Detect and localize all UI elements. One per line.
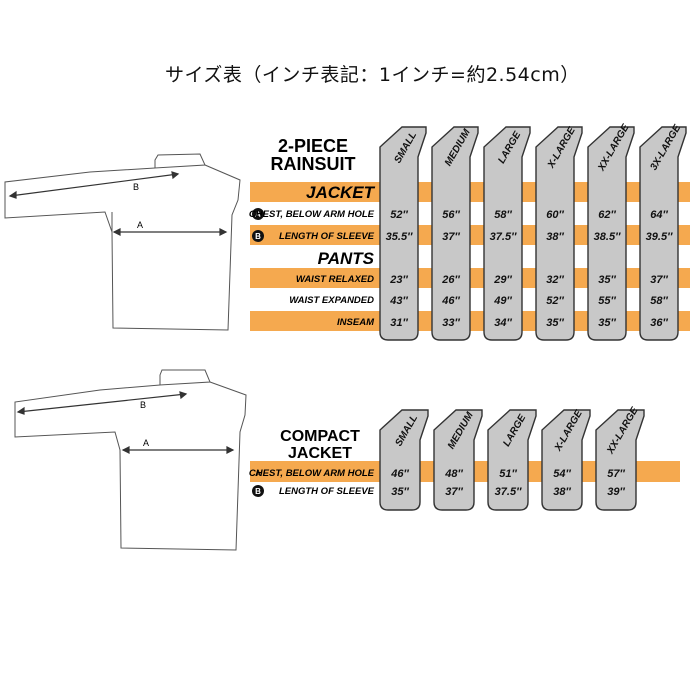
cell-waist-relaxed-xx-large: 35″: [598, 274, 616, 286]
rainsuit-pants-heading: PANTS: [318, 249, 375, 268]
cell-chest-below-arm-hole-large: 58″: [494, 209, 512, 221]
compact-row-label-chest: CHEST, BELOW ARM HOLE: [249, 468, 375, 479]
compact-marker-a: A: [255, 469, 261, 478]
cell-waist-expanded-large: 49″: [493, 295, 512, 307]
cell-length-of-sleeve-large: 37.5″: [490, 231, 517, 243]
size-tab-xx-large: [595, 409, 645, 511]
measure-b-top-label: B: [133, 182, 139, 192]
size-tab-xx-large: [587, 126, 635, 341]
cell-waist-expanded-medium: 46″: [441, 295, 460, 307]
measure-b-bottom-label: B: [140, 400, 146, 410]
rainsuit-row-label-waist-relaxed: WAIST RELAXED: [296, 274, 374, 285]
cell-chest-below-arm-hole-small: 52″: [390, 209, 408, 221]
compact-row-label-sleeve: LENGTH OF SLEEVE: [279, 486, 375, 497]
cell-chest-below-arm-hole-xx-large: 62″: [598, 209, 616, 221]
rainsuit-row-label-chest: CHEST, BELOW ARM HOLE: [249, 209, 375, 220]
jacket-diagram-top: [4, 153, 241, 331]
compact-title-line1: COMPACT: [280, 428, 360, 445]
size-tab-x-large: [535, 126, 583, 341]
cell-waist-expanded-xx-large: 55″: [598, 295, 616, 307]
rainsuit-title-line1: 2-PIECE: [278, 136, 348, 156]
jacket-top-collar: [154, 153, 206, 169]
rainsuit-marker-a: A: [255, 210, 261, 219]
size-tab-large: [483, 126, 531, 341]
cell-chest-below-arm-hole-medium: 56″: [442, 209, 460, 221]
cell-inseam-large: 34″: [494, 317, 512, 329]
rainsuit-row-label-sleeve: LENGTH OF SLEEVE: [279, 231, 375, 242]
measure-a-top-label: A: [137, 220, 143, 230]
measure-a-top: [112, 228, 228, 236]
rainsuit-cells: 52″ 35.5″ 23″ 43″ 31″ 56″ 37″ 26″ 46″ 33″ 58″ 37.5″…: [386, 209, 673, 329]
compact-marker-b-icon: [252, 485, 264, 497]
cell-chest-below-arm-hole-x-large: 60″: [546, 209, 564, 221]
cell-chest-below-arm-hole-large: 51″: [499, 468, 517, 480]
jacket-bottom-collar: [159, 369, 211, 386]
cell-waist-relaxed-medium: 26″: [441, 274, 460, 286]
cell-waist-expanded-3x-large: 58″: [650, 295, 668, 307]
size-tab-x-large: [541, 409, 591, 511]
size-tab-3x-large: [639, 126, 687, 341]
cell-length-of-sleeve-medium: 37″: [442, 231, 460, 243]
cell-waist-expanded-small: 43″: [389, 295, 408, 307]
cell-length-of-sleeve-3x-large: 39.5″: [646, 231, 673, 243]
jacket-bottom-outline: [14, 381, 247, 551]
size-tab-small: [379, 126, 427, 341]
rainsuit-row-label-inseam: INSEAM: [337, 317, 375, 328]
cell-chest-below-arm-hole-x-large: 54″: [553, 468, 571, 480]
cell-waist-relaxed-small: 23″: [389, 274, 408, 286]
rainsuit-marker-a-icon: [252, 208, 264, 220]
cell-waist-expanded-x-large: 52″: [546, 295, 564, 307]
rainsuit-row-label-waist-expanded: WAIST EXPANDED: [289, 295, 374, 306]
size-tab-large: [487, 409, 537, 511]
cell-length-of-sleeve-large: 37.5″: [495, 486, 522, 498]
cell-waist-relaxed-x-large: 32″: [546, 274, 564, 286]
page-header: サイズ表（インチ表記：1インチ=約2.54cm）: [165, 64, 580, 86]
rainsuit-jacket-heading: JACKET: [306, 183, 376, 202]
rainsuit-marker-b-icon: [252, 230, 264, 242]
cell-chest-below-arm-hole-medium: 48″: [444, 468, 463, 480]
size-tab-medium: [433, 409, 483, 511]
measure-a-bottom: [121, 446, 235, 454]
cell-chest-below-arm-hole-3x-large: 64″: [650, 209, 668, 221]
cell-waist-relaxed-3x-large: 37″: [650, 274, 668, 286]
cell-length-of-sleeve-xx-large: 39″: [607, 486, 625, 498]
size-tab-medium: [431, 126, 479, 341]
cell-chest-below-arm-hole-small: 46″: [390, 468, 409, 480]
compact-marker-b: B: [255, 487, 261, 496]
cell-length-of-sleeve-small: 35″: [391, 486, 409, 498]
measure-b-bottom: [16, 391, 188, 415]
measure-a-bottom-label: A: [143, 438, 149, 448]
cell-waist-relaxed-large: 29″: [493, 274, 512, 286]
cell-length-of-sleeve-medium: 37″: [445, 486, 463, 498]
jacket-diagram-bottom: [14, 369, 247, 551]
compact-cells: 46″ 35″ 48″ 37″ 51″ 37.5″ 54″ 38″ 57″ 39″: [390, 468, 625, 498]
measure-b-top: [8, 171, 180, 199]
cell-length-of-sleeve-xx-large: 38.5″: [594, 231, 621, 243]
cell-inseam-small: 31″: [390, 317, 408, 329]
cell-chest-below-arm-hole-xx-large: 57″: [607, 468, 625, 480]
compact-title-line2: JACKET: [288, 445, 352, 462]
cell-length-of-sleeve-x-large: 38″: [546, 231, 564, 243]
cell-inseam-medium: 33″: [442, 317, 460, 329]
rainsuit-marker-b: B: [255, 232, 261, 241]
jacket-top-outline: [4, 164, 241, 331]
cell-length-of-sleeve-x-large: 38″: [553, 486, 571, 498]
cell-length-of-sleeve-small: 35.5″: [386, 231, 413, 243]
cell-inseam-x-large: 35″: [546, 317, 564, 329]
rainsuit-title-line2: RAINSUIT: [271, 154, 356, 174]
cell-inseam-3x-large: 36″: [650, 317, 668, 329]
cell-inseam-xx-large: 35″: [598, 317, 616, 329]
size-tab-small: [379, 409, 429, 511]
